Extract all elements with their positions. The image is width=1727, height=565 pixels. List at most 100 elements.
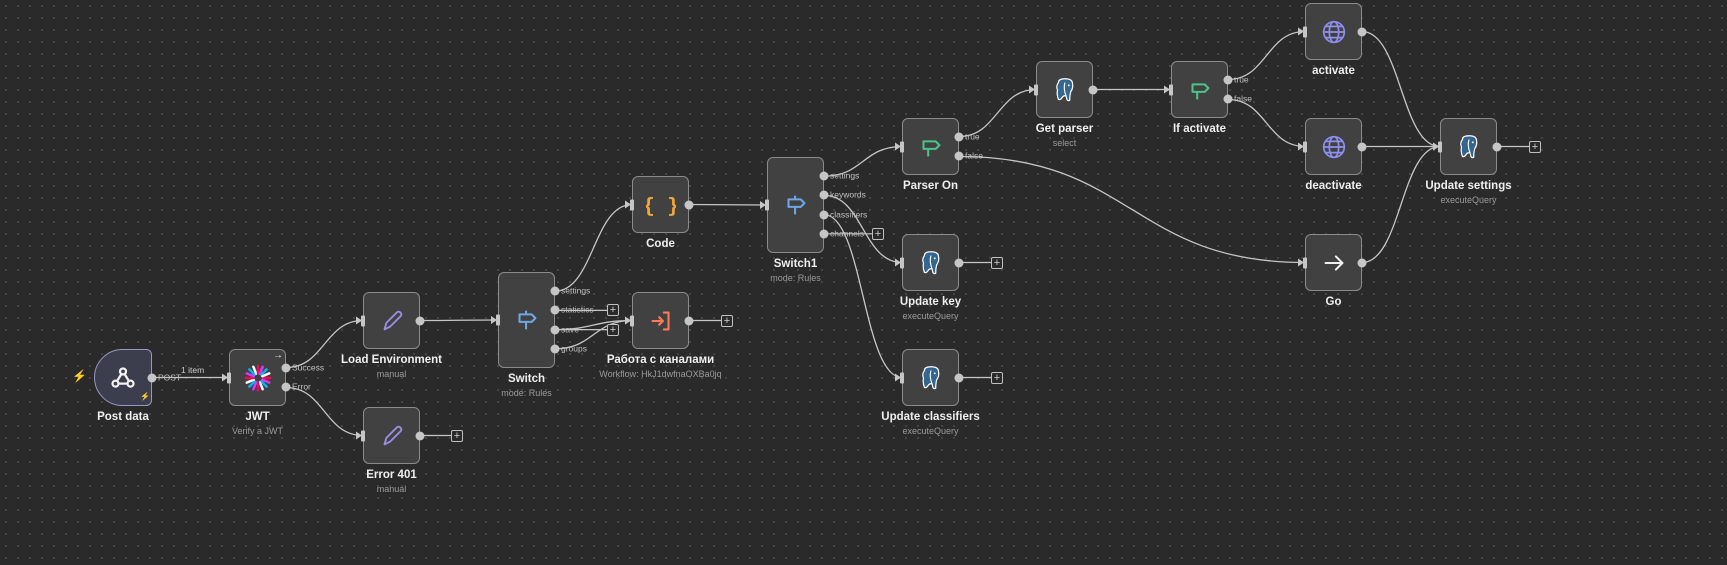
connection-parser-on-get-parser[interactable] <box>958 88 1037 138</box>
input-handle[interactable] <box>900 372 904 383</box>
output-label: classifiers <box>830 209 868 220</box>
add-node-button[interactable]: + <box>607 304 619 317</box>
output-label: save <box>561 324 579 335</box>
node-get-parser[interactable] <box>1036 61 1093 118</box>
output-handle[interactable] <box>1223 94 1233 104</box>
connection-go-update-settings[interactable] <box>1361 145 1441 264</box>
output-handle[interactable] <box>415 431 425 440</box>
add-node-button[interactable]: + <box>451 429 463 442</box>
node-rabota[interactable] <box>632 292 689 349</box>
node-go[interactable] <box>1305 234 1362 291</box>
connection-jwt-error-401[interactable] <box>285 386 364 437</box>
node-update-key[interactable] <box>902 234 959 291</box>
input-handle[interactable] <box>496 314 500 326</box>
connection-arrowhead <box>895 373 901 382</box>
input-handle[interactable] <box>900 141 904 152</box>
input-handle[interactable] <box>1438 141 1442 152</box>
connection-switch-groups-rabota[interactable] <box>554 319 633 350</box>
output-handle[interactable] <box>281 382 291 392</box>
output-handle[interactable] <box>147 373 157 382</box>
postgres-icon <box>916 248 946 278</box>
input-handle[interactable] <box>1303 141 1307 152</box>
output-handle[interactable] <box>550 286 560 296</box>
connection-arrowhead <box>1298 142 1304 151</box>
input-handle[interactable] <box>630 199 634 210</box>
output-handle[interactable] <box>1492 142 1502 151</box>
output-handle[interactable] <box>954 373 964 382</box>
output-handle[interactable] <box>1088 85 1098 94</box>
output-handle[interactable] <box>1357 27 1367 36</box>
node-subtitle: executeQuery <box>902 426 959 436</box>
connection-if-activate-activate[interactable] <box>1227 30 1306 81</box>
add-node-button[interactable]: + <box>991 256 1003 269</box>
node-parser-on[interactable] <box>902 118 959 175</box>
connection-activate-update-settings[interactable] <box>1361 30 1441 148</box>
output-handle[interactable] <box>1357 258 1367 267</box>
output-handle[interactable] <box>819 229 829 239</box>
output-handle[interactable] <box>954 258 964 267</box>
node-label: Switch <box>507 373 546 385</box>
connection-if-activate-deactivate[interactable] <box>1227 98 1306 148</box>
connection-arrowhead <box>356 316 362 325</box>
add-node-button[interactable]: + <box>607 323 619 336</box>
input-handle[interactable] <box>1303 26 1307 37</box>
input-handle[interactable] <box>1169 84 1173 95</box>
braces-icon: { } <box>646 190 676 220</box>
connection-arrowhead <box>1433 142 1439 151</box>
output-handle[interactable] <box>415 316 425 325</box>
input-handle[interactable] <box>765 199 769 211</box>
node-update-classifiers[interactable] <box>902 349 959 406</box>
input-handle[interactable] <box>900 257 904 268</box>
connection-switch1-update-key[interactable] <box>823 194 903 264</box>
output-handle[interactable] <box>954 151 964 161</box>
output-handle[interactable] <box>954 132 964 142</box>
output-handle[interactable] <box>819 210 829 220</box>
connection-arrowhead <box>1298 27 1304 36</box>
postgres-icon <box>1454 132 1484 162</box>
node-subtitle: executeQuery <box>902 311 959 321</box>
input-handle[interactable] <box>1303 257 1307 268</box>
input-handle[interactable] <box>361 430 365 441</box>
output-handle[interactable] <box>1223 75 1233 85</box>
output-handle[interactable] <box>819 190 829 200</box>
connection-code-switch1[interactable] <box>688 203 768 206</box>
input-handle[interactable] <box>1034 84 1038 95</box>
connection-switch-code[interactable] <box>554 203 633 292</box>
add-node-button[interactable]: + <box>721 314 733 327</box>
input-handle[interactable] <box>630 315 634 326</box>
add-node-button[interactable]: + <box>1529 140 1541 153</box>
node-activate[interactable] <box>1305 3 1362 60</box>
add-node-button[interactable]: + <box>872 227 884 240</box>
output-handle[interactable] <box>281 363 291 373</box>
postgres-icon <box>916 363 946 393</box>
add-node-button[interactable]: + <box>991 371 1003 384</box>
node-update-settings[interactable] <box>1440 118 1497 175</box>
input-handle[interactable] <box>227 372 231 383</box>
output-label: settings <box>561 285 591 296</box>
output-handle[interactable] <box>550 305 560 315</box>
output-handle[interactable] <box>1357 142 1367 151</box>
node-code[interactable]: { } <box>632 176 689 233</box>
connection-jwt-load-environment[interactable] <box>285 319 364 369</box>
connection-switch1-update-classifiers[interactable] <box>823 213 903 379</box>
connection-switch1-parser-on[interactable] <box>823 145 903 177</box>
node-deactivate[interactable] <box>1305 118 1362 175</box>
output-handle[interactable] <box>550 344 560 354</box>
output-label: false <box>965 150 983 161</box>
node-switch[interactable] <box>498 272 555 368</box>
output-handle[interactable] <box>684 200 694 209</box>
output-handle[interactable] <box>550 325 560 335</box>
output-handle[interactable] <box>819 171 829 181</box>
node-subtitle: executeQuery <box>1440 195 1497 205</box>
node-error-401[interactable] <box>363 407 420 464</box>
node-jwt[interactable] <box>229 349 286 406</box>
node-if-activate[interactable] <box>1171 61 1228 118</box>
node-load-env[interactable] <box>363 292 420 349</box>
input-handle[interactable] <box>361 315 365 326</box>
output-handle[interactable] <box>684 316 694 325</box>
node-switch1[interactable] <box>767 157 824 253</box>
node-subtitle: mode: Rules <box>501 388 552 398</box>
node-label: Get parser <box>1035 123 1094 135</box>
connection-load-environment-switch[interactable] <box>419 319 499 322</box>
connection-parser-on-go[interactable] <box>958 155 1306 264</box>
